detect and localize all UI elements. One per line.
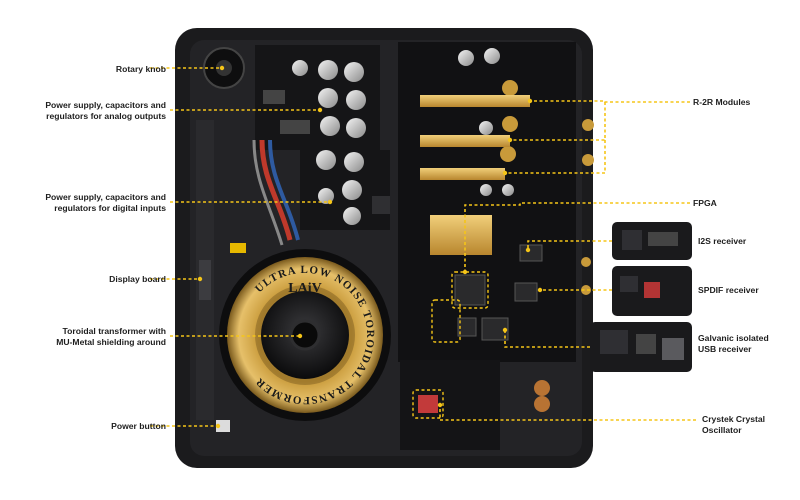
label-i2s-receiver: I2S receiver [698, 236, 747, 246]
highlight-usb-chip [431, 299, 461, 343]
callout-rotary-knob-dot [219, 65, 225, 71]
callout-r2r-c-dot [502, 170, 508, 176]
callout-psu-digital-dot [327, 199, 333, 205]
capacitor-array [292, 48, 518, 225]
label-rotary-knob: Rotary knob [115, 64, 166, 74]
rca-outputs [581, 119, 594, 295]
label-toroidal: Toroidal transformer with MU-Metal shiel… [56, 326, 166, 347]
callout-usb [504, 330, 590, 348]
callout-spdif-dot [537, 287, 543, 293]
callout-toroidal-dot [297, 333, 303, 339]
callout-crystek-dot [437, 402, 443, 408]
clock-board [400, 360, 500, 450]
callout-r2r-c [505, 140, 606, 174]
power-button [216, 420, 230, 432]
highlight-fpga-chip [451, 271, 489, 309]
i2s-receiver-inset [612, 222, 692, 260]
label-spdif-receiver: SPDIF receiver [698, 285, 759, 295]
label-r2r-modules: R-2R Modules [693, 97, 751, 107]
crystek-oscillator [418, 395, 438, 413]
main-pcb [398, 42, 576, 362]
callout-r2r-b-dot [507, 137, 513, 143]
label-psu-digital: Power supply, capacitors and regulators … [45, 192, 166, 213]
fpga-heatsink [430, 215, 492, 255]
label-power-button: Power button [111, 421, 166, 431]
highlight-crystek [412, 389, 444, 419]
callout-psu-analog-dot [317, 107, 323, 113]
r2r-modules [420, 95, 530, 180]
callout-fpga [464, 202, 690, 272]
callout-crystek [439, 405, 696, 421]
spdif-receiver-inset [612, 266, 692, 316]
callout-fpga-dot [462, 269, 468, 275]
toroid-logo: LAiV [288, 281, 321, 296]
usb-receiver-inset [590, 322, 692, 372]
callout-display-board-dot [197, 276, 203, 282]
callout-r2r-dot [527, 98, 533, 104]
callout-lines [150, 65, 696, 429]
label-psu-analog: Power supply, capacitors and regulators … [45, 100, 166, 121]
callout-i2s-dot [525, 247, 531, 253]
toroidal-transformer: ULTRA LOW NOISE TOROIDAL TRANSFORMER LAi… [219, 249, 391, 421]
label-display-board: Display board [109, 274, 166, 284]
wire-bundle [252, 139, 300, 246]
callout-usb-dot [502, 327, 508, 333]
chips [454, 244, 543, 341]
callout-r2r [530, 100, 690, 103]
callout-power-button-dot [215, 423, 221, 429]
callout-i2s [527, 240, 612, 250]
callout-r2r-b [510, 102, 606, 141]
label-crystek-oscillator: Crystek Crystal Oscillator [702, 414, 766, 435]
label-usb-receiver: Galvanic isolated USB receiver [698, 333, 769, 354]
label-fpga: FPGA [693, 198, 717, 208]
